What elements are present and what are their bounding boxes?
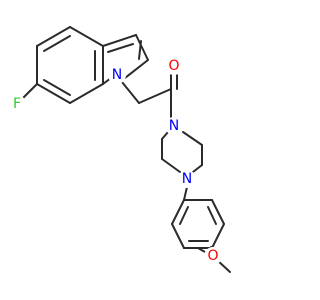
bond-b4 [69,83,104,104]
bond-ch2co [138,88,172,104]
bond-p1d [107,43,134,53]
bond-ar2 [171,223,185,249]
bond-layer [22,26,231,273]
indole-nitrogen-atom-label: N [112,67,122,83]
bond-ao2 [197,247,206,253]
bond-na [183,186,188,201]
bond-bF [22,83,38,99]
atom-label-layer: F N O N N O [8,57,222,265]
molecule-diagram: F N O N N O [8,26,231,273]
piperazine-nitrogen-upper-atom-label: N [169,118,179,134]
bond-nch2 [121,81,140,104]
bond-b2 [69,26,104,47]
bond-b5d [43,79,71,96]
indole-nitrogen-atom: N [108,66,126,84]
bond-p1 [102,34,137,47]
fluorine-atom: F [8,95,26,113]
bond-ar1 [171,199,185,225]
bond-pz1 [182,131,203,146]
carbonyl-oxygen-atom: O [165,57,183,75]
bond-ar4 [211,223,225,249]
bond-pz6 [161,131,169,140]
bond-b5 [36,83,71,104]
bond-p2 [135,34,149,61]
bond-b1 [36,26,71,47]
bond-pz3 [192,164,203,173]
bond-ar5d [207,206,217,225]
piperazine-nitrogen-lower-atom: N [178,170,196,188]
bond-ar5 [211,199,225,225]
chemical-structure-canvas: F N O N N O [8,26,231,273]
bond-pz4 [161,158,181,173]
carbonyl-oxygen-atom-label: O [168,58,179,74]
bond-p3 [124,59,149,79]
methoxy-oxygen-atom-label: O [207,248,218,264]
bond-b1d [43,35,71,52]
piperazine-nitrogen-upper-atom: N [165,117,183,135]
bond-p2d [138,40,142,60]
piperazine-nitrogen-lower-atom-label: N [182,171,192,187]
bond-ar1d [179,206,189,225]
methoxy-oxygen-atom: O [204,247,222,265]
fluorine-atom-label: F [13,96,21,112]
